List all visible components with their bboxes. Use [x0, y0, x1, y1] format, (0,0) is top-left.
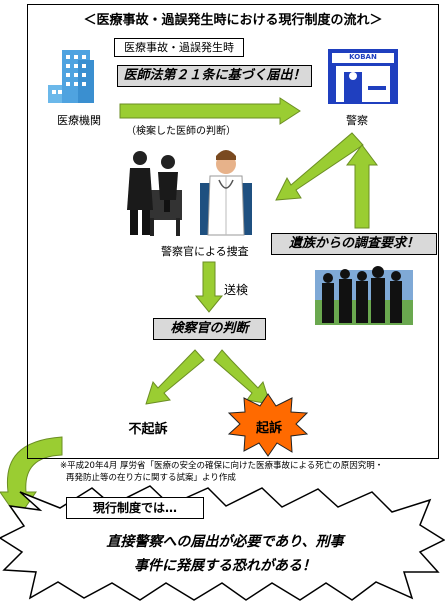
report-banner: 医師法第２１条に基づく届出！ [117, 65, 312, 87]
police-officers-icon [127, 151, 182, 236]
conclusion-text: 直接警察への届出が必要であり、刑事 事件に発展する恐れがある！ [60, 530, 390, 578]
request-arrow [346, 144, 378, 229]
sending-arrow [194, 261, 224, 313]
report-arrow [119, 97, 301, 125]
page-title: ＜医療事故・過誤発生時における現行制度の流れ＞ [83, 13, 383, 28]
no-indictment-arrow [145, 349, 205, 405]
current-system-label: 現行制度では… [66, 497, 204, 519]
source-note-line-1: ※平成20年4月 厚労省「医療の安全の確保に向けた医療事故による死亡の原因究明・ [60, 461, 384, 471]
prosecutor-judgment: 検察官の判断 [153, 318, 266, 340]
conclusion-line-1: 直接警察への届出が必要であり、刑事 [106, 534, 344, 550]
conclusion-line-2: 事件に発展する恐れがある！ [134, 558, 316, 574]
police-box-icon [328, 49, 398, 104]
investigation-arrow [275, 132, 364, 201]
police-label: 警察 [346, 114, 368, 127]
source-note-line-2: 再発防止等の在り方に関する試案」より作成 [66, 473, 236, 483]
family-silhouettes-icon [315, 266, 413, 325]
doctor-judgment: （検案した医師の判断） [126, 126, 236, 137]
occurrence-label: 医療事故・過誤発生時 [114, 38, 244, 57]
investigation-label: 警察官による捜査 [161, 245, 249, 258]
no-indictment-burst [117, 400, 180, 453]
family-request-banner: 遺族からの調査要求！ [271, 233, 437, 255]
police-sign: KOBAN [349, 53, 377, 61]
indictment-label: 起訴 [255, 421, 282, 436]
hospital-label: 医療機関 [57, 114, 101, 127]
indictment-burst [227, 393, 309, 457]
sending-label: 送検 [224, 283, 249, 297]
source-note: ※平成20年4月 厚労省「医療の安全の確保に向けた医療事故による死亡の原因究明・… [60, 460, 438, 484]
no-indictment-label: 不起訴 [128, 422, 168, 437]
hospital-building-icon [48, 50, 94, 103]
doctor-icon [200, 150, 252, 236]
diagram-frame [27, 4, 439, 459]
